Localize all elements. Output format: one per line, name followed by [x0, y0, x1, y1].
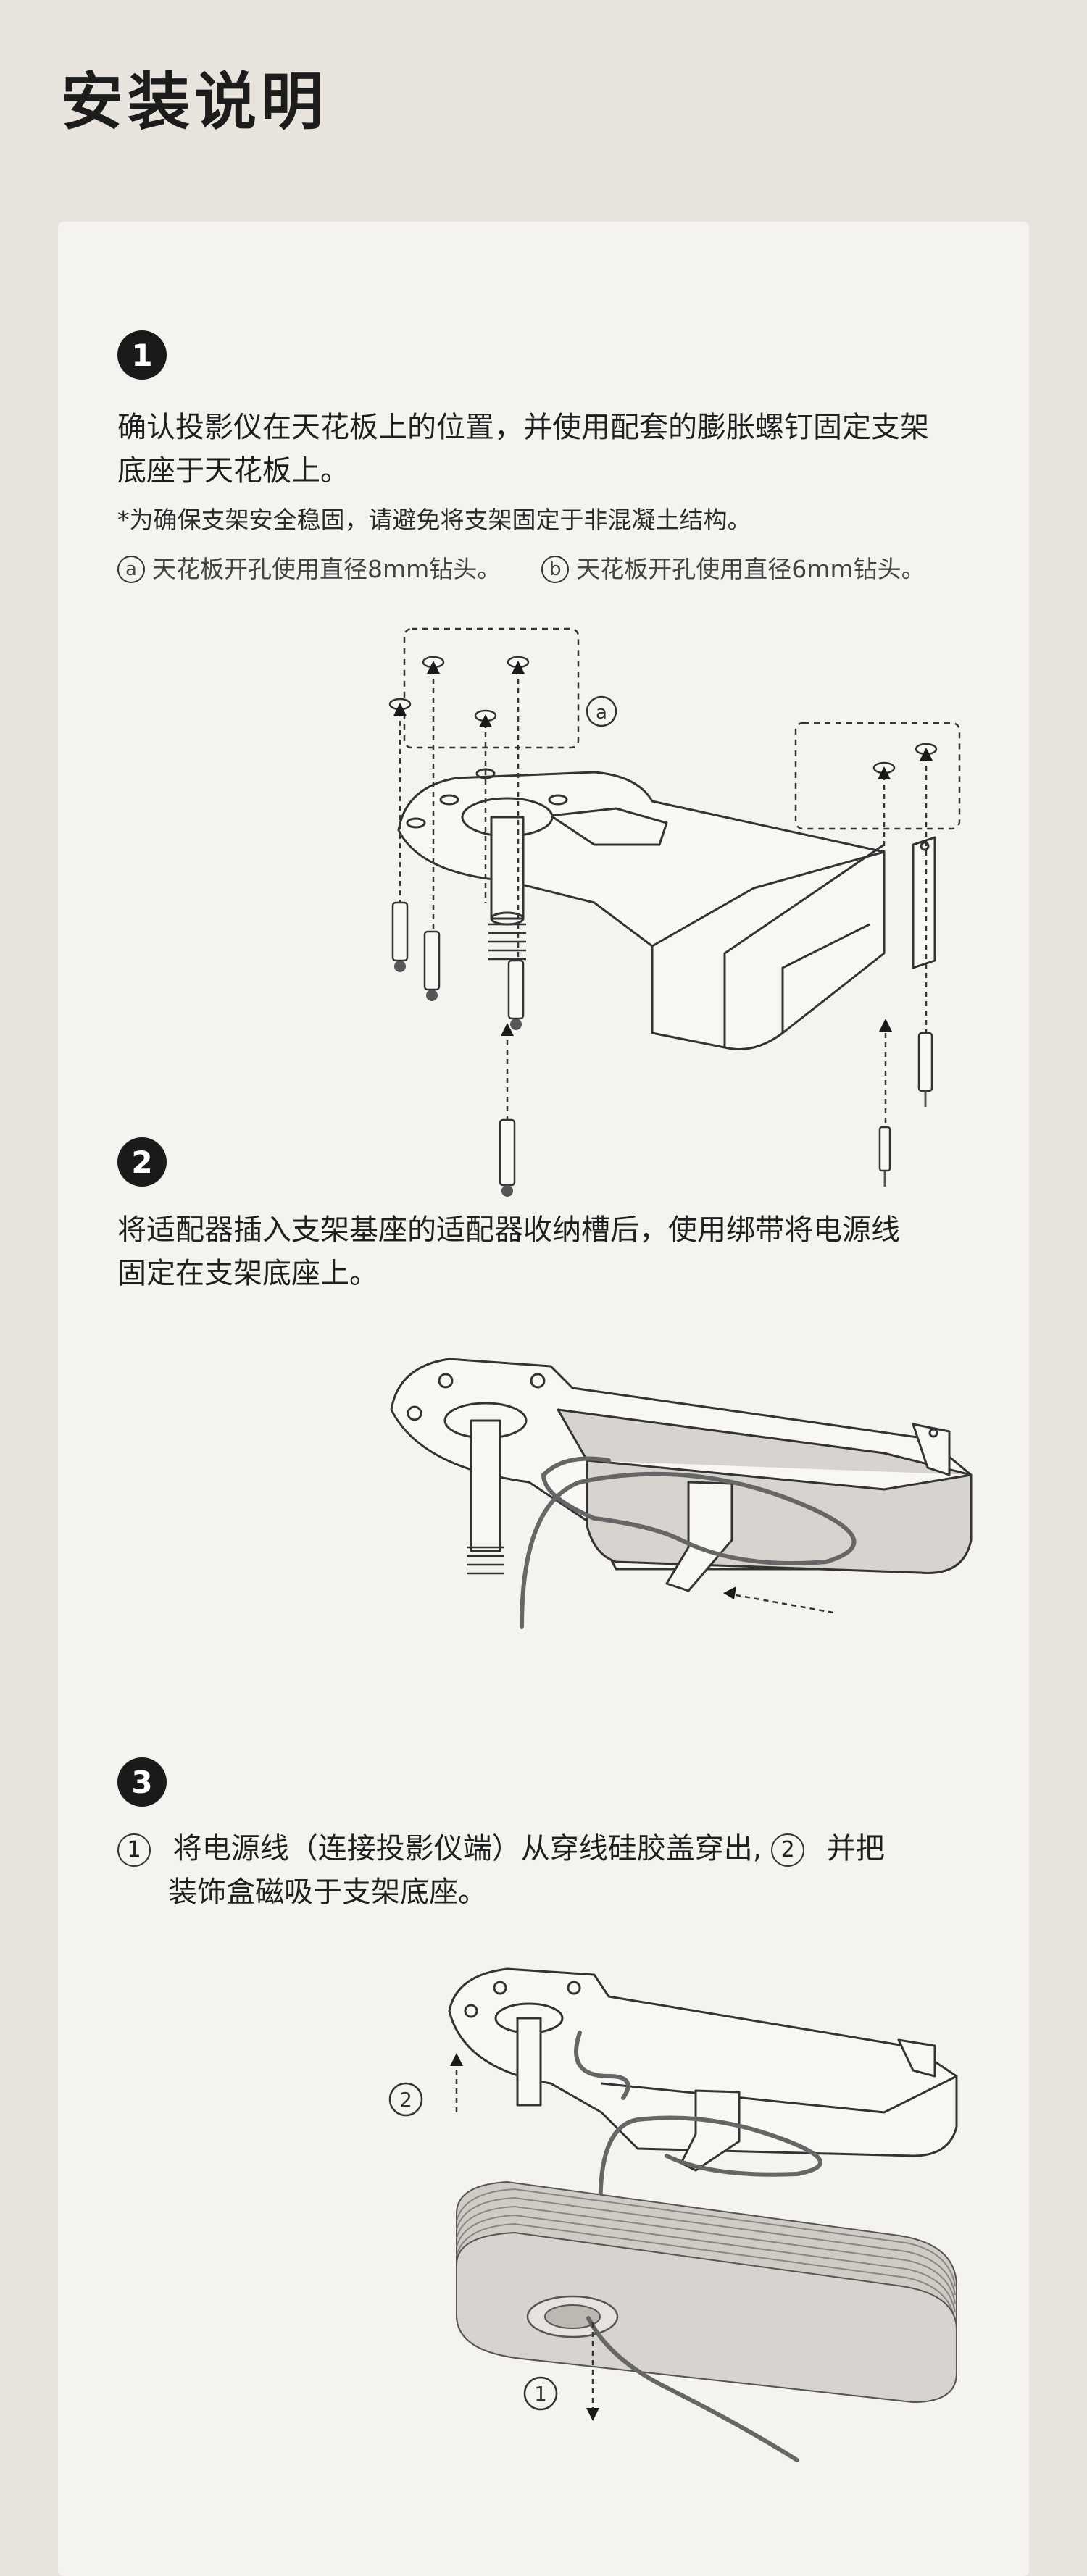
option-b-marker: b — [541, 556, 570, 583]
step-3-callout-2: 2 — [399, 2088, 412, 2112]
step-3-line-1-tail: 并把 — [826, 1832, 885, 1865]
step-1-callout-a: a — [596, 702, 607, 724]
step-3-line-1: 1 将电源线（连接投影仪端）从穿线硅胶盖穿出, 2 并把 — [117, 1827, 885, 1870]
step-1-text: 确认投影仪在天花板上的位置，并使用配套的膨胀螺钉固定支架 底座于天花板上。 — [117, 406, 929, 493]
step-3-callout-1: 1 — [534, 2382, 547, 2406]
step-3-line-2: 装饰盒磁吸于支架底座。 — [168, 1875, 487, 1909]
step-1-badge: 1 — [117, 330, 167, 380]
step-1-note: *为确保支架安全稳固，请避免将支架固定于非混凝土结构。 — [117, 506, 751, 534]
step-3-marker-1: 1 — [117, 1833, 151, 1867]
step-3-badge: 3 — [117, 1757, 167, 1807]
step-3-text: 1 将电源线（连接投影仪端）从穿线硅胶盖穿出, 2 并把 装饰盒磁吸于支架底座。 — [117, 1827, 885, 1914]
step-2-illustration — [390, 1358, 973, 1629]
step-1-line-1: 确认投影仪在天花板上的位置，并使用配套的膨胀螺钉固定支架 — [117, 411, 929, 444]
step-3-marker-2: 2 — [771, 1833, 805, 1867]
step-2-badge: 2 — [117, 1137, 167, 1187]
option-a-marker: a — [117, 556, 145, 583]
step-3-line-1-text: 将电源线（连接投影仪端）从穿线硅胶盖穿出, — [172, 1832, 762, 1865]
instruction-card: 1 确认投影仪在天花板上的位置，并使用配套的膨胀螺钉固定支架 底座于天花板上。 … — [58, 222, 1029, 2576]
step-1-illustration: a — [388, 627, 961, 1197]
step-1-options: a 天花板开孔使用直径8mm钻头。 b 天花板开孔使用直径6mm钻头。 — [117, 553, 925, 585]
step-2-text: 将适配器插入支架基座的适配器收纳槽后，使用绑带将电源线 固定在支架底座上。 — [117, 1208, 900, 1295]
step-3-illustration: 2 1 — [388, 1967, 958, 2462]
step-2-line-1: 将适配器插入支架基座的适配器收纳槽后，使用绑带将电源线 — [117, 1213, 900, 1247]
option-b-text: 天花板开孔使用直径6mm钻头。 — [576, 555, 925, 583]
step-1-line-2: 底座于天花板上。 — [117, 454, 349, 488]
option-a-text: 天花板开孔使用直径8mm钻头。 — [152, 555, 501, 583]
page-title: 安装说明 — [61, 66, 328, 138]
step-2-line-2: 固定在支架底座上。 — [117, 1257, 378, 1290]
